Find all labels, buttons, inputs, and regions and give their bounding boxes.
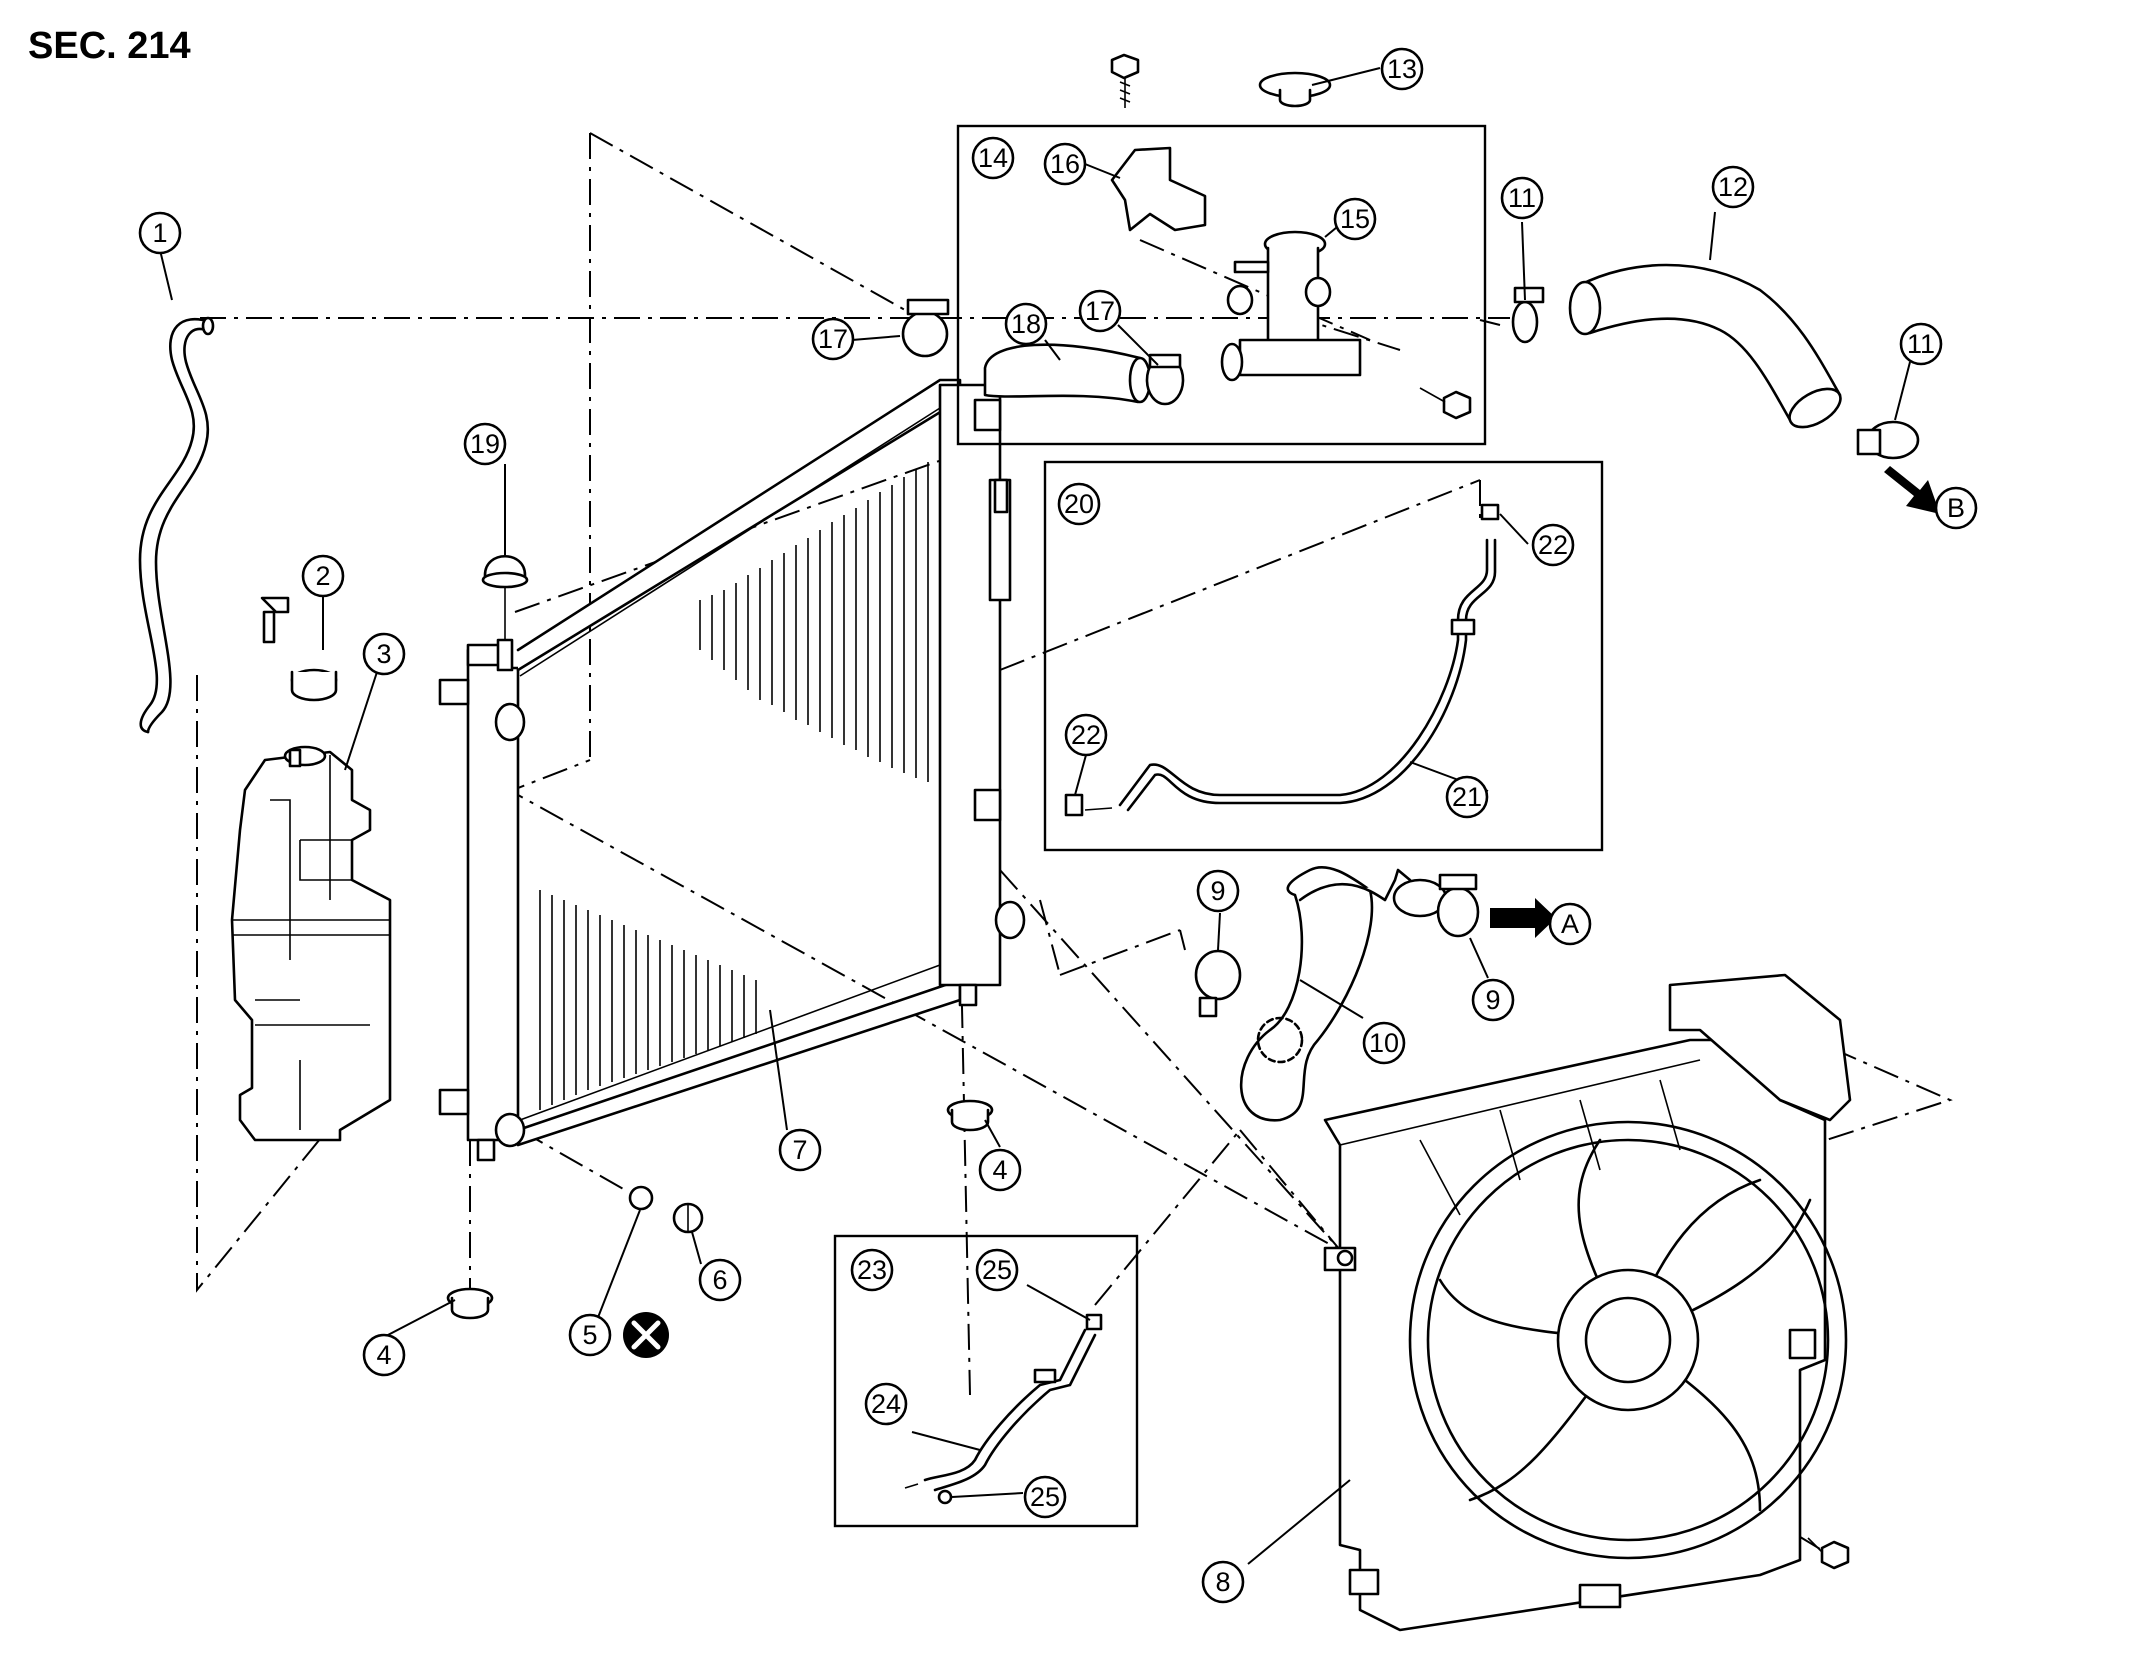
section-title: SEC. 214 <box>28 25 191 67</box>
cooler-return-hose <box>904 1313 1103 1505</box>
svg-text:23: 23 <box>857 1255 887 1285</box>
svg-text:6: 6 <box>712 1265 727 1295</box>
cooling-fan-shroud <box>1323 973 1852 1632</box>
callout-25-top: 25 <box>975 1248 1019 1292</box>
callout-10: 10 <box>1362 1021 1406 1065</box>
svg-text:1: 1 <box>152 218 167 248</box>
callout-15: 15 <box>1333 197 1377 241</box>
svg-text:2: 2 <box>315 561 330 591</box>
callout-13: 13 <box>1380 47 1424 91</box>
direction-label-b: B <box>1934 486 1978 530</box>
svg-text:25: 25 <box>982 1255 1012 1285</box>
callout-23: 23 <box>850 1248 894 1292</box>
upper-hose-clamp <box>901 298 950 358</box>
svg-text:14: 14 <box>978 143 1008 173</box>
drain-plug-parts <box>628 1185 704 1234</box>
svg-text:24: 24 <box>871 1389 901 1419</box>
svg-text:4: 4 <box>376 1340 391 1370</box>
svg-text:B: B <box>1947 493 1965 523</box>
svg-text:3: 3 <box>376 639 391 669</box>
callout-19: 19 <box>463 422 507 466</box>
svg-text:4: 4 <box>992 1155 1007 1185</box>
svg-text:21: 21 <box>1452 782 1482 812</box>
callout-22-top: 22 <box>1531 523 1575 567</box>
svg-text:16: 16 <box>1050 149 1080 179</box>
svg-text:22: 22 <box>1538 530 1568 560</box>
callout-21: 21 <box>1445 775 1489 819</box>
callout-9-right: 9 <box>1471 978 1515 1022</box>
callout-6: 6 <box>698 1258 742 1302</box>
svg-text:25: 25 <box>1030 1482 1060 1512</box>
callout-20: 20 <box>1057 482 1101 526</box>
direction-label-a: A <box>1548 902 1592 946</box>
svg-text:11: 11 <box>1907 329 1935 359</box>
reservoir-tank <box>230 596 392 1142</box>
svg-text:9: 9 <box>1485 985 1500 1015</box>
callout-14: 14 <box>971 136 1015 180</box>
transmission-cooler-hose-group-box <box>1043 460 1604 852</box>
upper-radiator-hose <box>1511 263 1920 460</box>
callout-24: 24 <box>864 1382 908 1426</box>
direction-arrows <box>1490 466 1940 938</box>
radiator <box>438 378 1026 1162</box>
reservoir-hose <box>138 316 215 734</box>
callout-22-left: 22 <box>1064 713 1108 757</box>
callout-1: 1 <box>138 211 182 255</box>
svg-text:17: 17 <box>1085 296 1115 326</box>
svg-text:7: 7 <box>792 1135 807 1165</box>
svg-text:20: 20 <box>1064 489 1094 519</box>
svg-text:15: 15 <box>1340 204 1370 234</box>
callout-11-bottom: 11 <box>1899 322 1943 366</box>
callout-4-right: 4 <box>978 1148 1022 1192</box>
callout-8: 8 <box>1201 1560 1245 1604</box>
callout-25-bottom: 25 <box>1023 1475 1067 1519</box>
svg-text:11: 11 <box>1508 183 1536 213</box>
callout-12: 12 <box>1711 165 1755 209</box>
cooler-tube-assembly <box>1064 503 1500 817</box>
filler-neck-assembly <box>983 53 1472 420</box>
svg-text:5: 5 <box>582 1320 597 1350</box>
callout-7: 7 <box>778 1128 822 1172</box>
callout-11-top: 11 <box>1500 176 1544 220</box>
svg-text:19: 19 <box>470 429 500 459</box>
svg-text:10: 10 <box>1369 1028 1399 1058</box>
callout-2: 2 <box>301 554 345 598</box>
circled-x-icon <box>623 1312 669 1358</box>
svg-text:8: 8 <box>1215 1567 1230 1597</box>
callout-16: 16 <box>1043 142 1087 186</box>
callout-18: 18 <box>1004 302 1048 346</box>
callout-3: 3 <box>362 632 406 676</box>
lower-radiator-hose <box>1194 866 1480 1122</box>
callout-9-left: 9 <box>1196 869 1240 913</box>
svg-text:17: 17 <box>818 324 848 354</box>
svg-text:18: 18 <box>1011 309 1041 339</box>
lower-grommets <box>446 1099 994 1320</box>
svg-text:12: 12 <box>1718 172 1748 202</box>
cooler-return-hose-group-box <box>833 1234 1139 1528</box>
svg-text:9: 9 <box>1210 876 1225 906</box>
svg-text:A: A <box>1561 909 1579 939</box>
callout-4-left: 4 <box>362 1333 406 1377</box>
callout-17-box: 17 <box>1078 289 1122 333</box>
svg-text:22: 22 <box>1071 720 1101 750</box>
svg-text:13: 13 <box>1387 54 1417 84</box>
thermostat-housing-group-box <box>956 124 1487 446</box>
callout-5: 5 <box>568 1313 612 1357</box>
upper-bushing <box>481 554 529 640</box>
callout-17-outside: 17 <box>811 317 855 361</box>
